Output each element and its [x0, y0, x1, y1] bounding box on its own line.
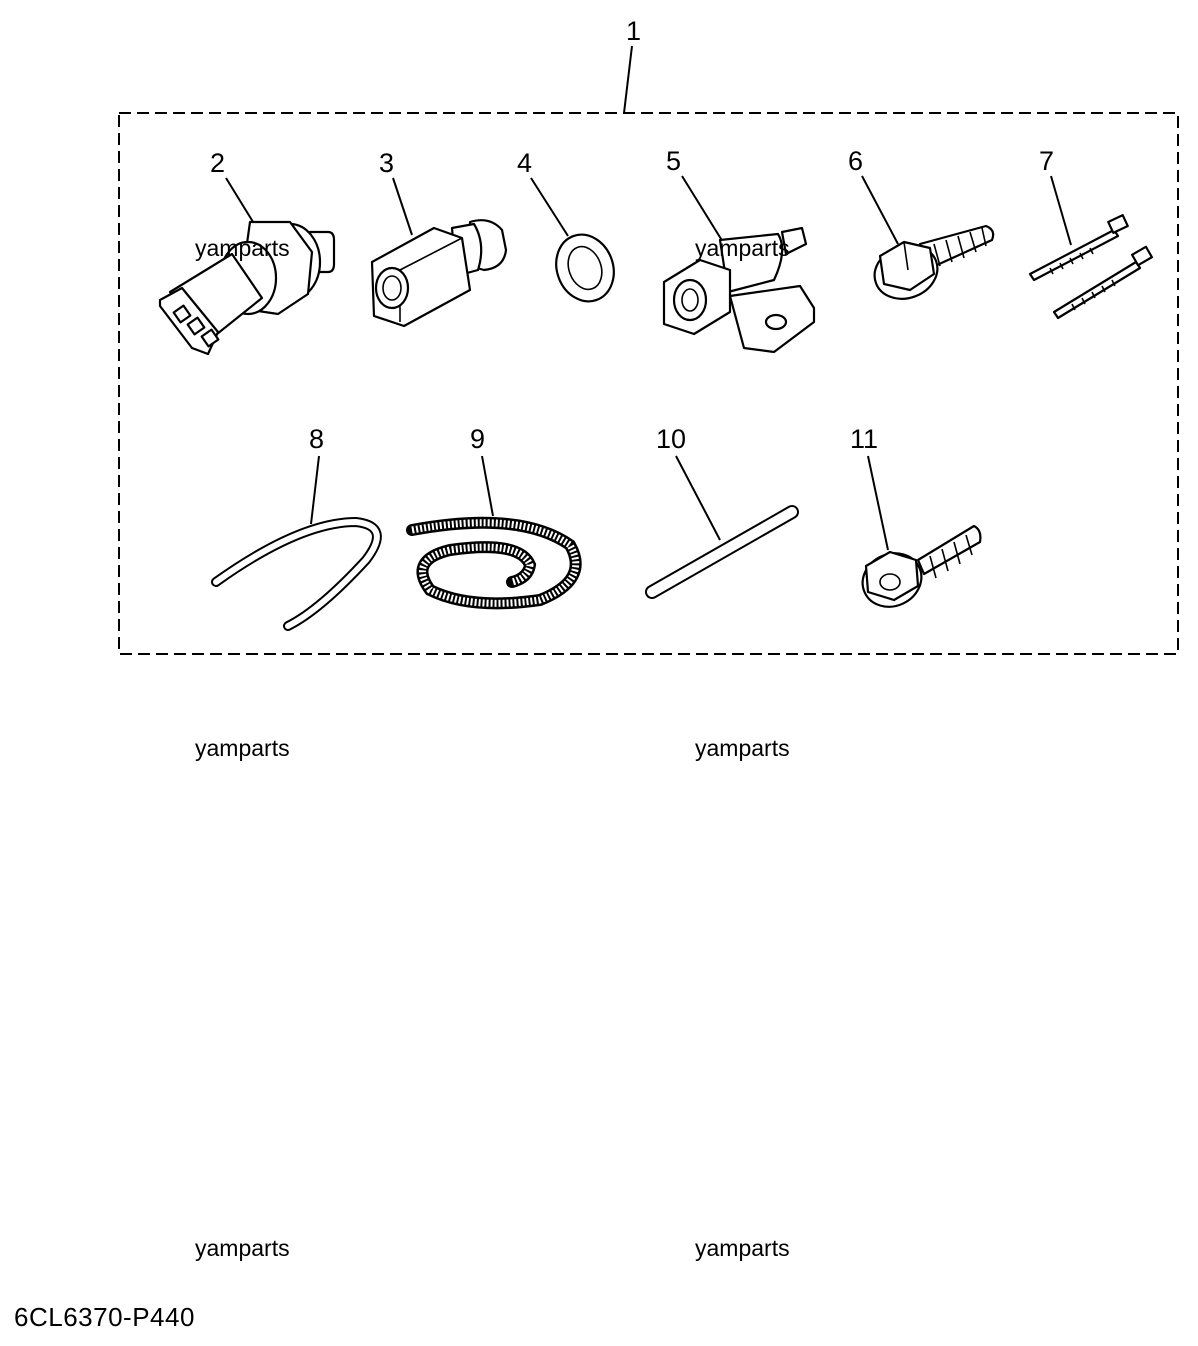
leader-line-7 — [1050, 175, 1072, 246]
washer-icon — [555, 233, 615, 303]
leader-line-5 — [681, 175, 727, 248]
callout-9: 9 — [470, 424, 485, 454]
callout-3: 3 — [379, 148, 394, 178]
callout-1: 1 — [626, 16, 641, 46]
tube-icon — [645, 505, 799, 599]
flange-bolt-icon — [873, 224, 995, 300]
short-bolt-icon — [861, 524, 982, 608]
callout-7: 7 — [1039, 146, 1054, 176]
leader-line-3 — [392, 177, 413, 236]
watermark-text: yamparts — [195, 1235, 290, 1261]
pressure-sensor-icon — [158, 220, 336, 356]
callout-10: 10 — [656, 424, 686, 454]
watermark-text: yamparts — [695, 235, 790, 261]
leader-line-1 — [623, 45, 633, 114]
callout-2: 2 — [210, 148, 225, 178]
kit-boundary — [118, 112, 1179, 655]
leader-line-10 — [675, 455, 721, 541]
watermark-text: yamparts — [195, 735, 290, 761]
callout-5: 5 — [666, 146, 681, 176]
leader-line-9 — [481, 455, 494, 517]
callout-4: 4 — [517, 148, 532, 178]
watermark-text: yamparts — [195, 235, 290, 261]
cable-tie-icon — [1028, 214, 1154, 320]
watermark-text: yamparts — [695, 735, 790, 761]
callout-11: 11 — [850, 424, 878, 454]
watermark-text: yamparts — [695, 1235, 790, 1261]
hose-icon — [211, 516, 382, 631]
hex-union-icon — [370, 219, 508, 328]
leader-line-6 — [861, 175, 899, 245]
leader-line-11 — [867, 455, 889, 551]
leader-line-4 — [530, 177, 569, 237]
leader-line-8 — [310, 455, 320, 525]
bracket-fitting-icon — [662, 226, 816, 354]
corrugated-tube-icon — [406, 516, 582, 610]
callout-6: 6 — [848, 146, 863, 176]
figure-code: 6CL6370-P440 — [14, 1302, 195, 1332]
callout-8: 8 — [309, 424, 324, 454]
